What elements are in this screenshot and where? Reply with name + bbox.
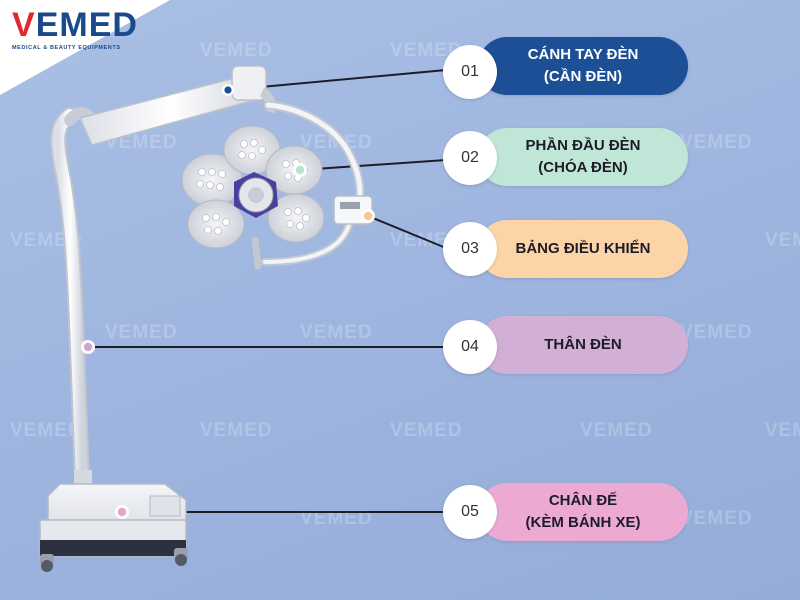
callout-1-line1: CÁNH TAY ĐÈN [527,46,639,63]
callout-label-5: CHÂN ĐẾ (KÈM BÁNH XE) [478,483,688,541]
logo-letter-v: V [12,6,36,44]
vemed-logo: VEMED MEDICAL & BEAUTY EQUIPMENTS [12,6,137,60]
logo-tagline: MEDICAL & BEAUTY EQUIPMENTS [12,45,121,51]
marker-dot-2-core [295,165,305,175]
callout-label-4: THÂN ĐÈN [478,316,688,374]
marker-dot-5-core [117,507,127,517]
lamp-base [39,470,188,572]
callout-5-line2: (KÈM BÁNH XE) [525,514,641,531]
callout-label-2: PHẦN ĐẦU ĐÈN (CHÓA ĐÈN) [478,128,688,186]
callout-2-line1: PHẦN ĐẦU ĐÈN [525,137,641,154]
leader-line-2 [299,159,447,171]
marker-dot-1-core [224,86,232,94]
callout-3-line1: BẢNG ĐIỀU KHIỂN [515,240,651,257]
marker-dot-3-core [363,211,373,221]
callout-number-3: 03 [443,222,497,276]
lamp-head [181,125,325,249]
callout-5-line1: CHÂN ĐẾ [548,492,618,509]
marker-dot-4-core [83,342,93,352]
callout-number-4: 04 [443,320,497,374]
callout-number-1: 01 [443,45,497,99]
callout-number-2: 02 [443,131,497,185]
callout-label-3: BẢNG ĐIỀU KHIỂN [478,220,688,278]
logo-letters-rest: EMED [35,6,138,44]
callout-2-line2: (CHÓA ĐÈN) [538,159,628,176]
callout-number-5: 05 [443,485,497,539]
leader-line-3 [367,215,447,249]
callout-4-line1: THÂN ĐÈN [544,336,622,353]
callout-1-line2: (CẦN ĐÈN) [543,68,623,85]
callout-label-1: CÁNH TAY ĐÈN (CẦN ĐÈN) [478,37,688,95]
logo-wordmark: VEMED [12,6,137,44]
